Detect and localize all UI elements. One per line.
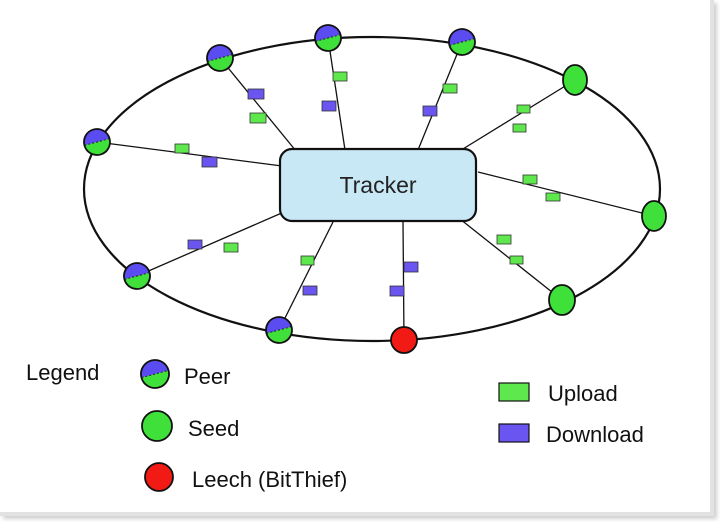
upload-packet (512, 123, 527, 133)
legend-leech-symbol (144, 462, 174, 492)
peer-node (265, 316, 293, 344)
upload-packet (442, 83, 458, 94)
upload-packet (249, 112, 267, 124)
legend-title: Legend (26, 360, 100, 385)
upload-packet (509, 255, 524, 265)
download-packet (321, 100, 337, 112)
link-peer-3 (417, 41, 463, 151)
legend-download-label: Download (546, 422, 644, 447)
packets (174, 71, 561, 297)
download-packet (247, 88, 265, 100)
link-peer-2 (327, 37, 346, 151)
upload-packet (174, 143, 190, 154)
peer-node (123, 262, 151, 290)
download-packet (389, 285, 405, 297)
tracker-label: Tracker (339, 171, 417, 198)
link-peer-5 (136, 211, 285, 277)
connections (96, 37, 655, 341)
peer-node (83, 128, 111, 156)
link-seed-2 (477, 171, 655, 217)
swarm-ring (82, 35, 662, 343)
link-seed-1 (457, 79, 576, 153)
upload-packet (545, 192, 561, 202)
seed-node (562, 64, 588, 96)
tracker-box (278, 147, 478, 223)
download-packet (302, 285, 318, 296)
legend-download-symbol (498, 423, 530, 443)
link-peer-4 (96, 141, 283, 167)
leech-node (390, 326, 418, 354)
download-packet (403, 261, 419, 273)
peer-node (206, 44, 234, 72)
network-diagram (82, 24, 667, 492)
download-packet (201, 156, 218, 168)
legend-upload-label: Upload (548, 381, 618, 406)
upload-packet (496, 234, 512, 245)
legend-peer-label: Peer (184, 364, 231, 389)
download-packet (187, 239, 203, 250)
upload-packet (223, 242, 239, 253)
link-leech (402, 221, 405, 341)
upload-packet (516, 104, 531, 114)
link-peer-6 (278, 221, 334, 331)
legend-upload-symbol (498, 382, 530, 402)
upload-packet (300, 255, 315, 266)
seed-node (548, 284, 576, 316)
legend-peer-symbol (140, 359, 170, 389)
seed-node (641, 200, 667, 232)
peer-node (448, 28, 476, 56)
legend-seed-symbol (141, 410, 173, 442)
upload-packet (332, 71, 348, 82)
peer-node (314, 24, 342, 52)
legend-leech-label: Leech (BitThief) (192, 467, 348, 492)
upload-packet (522, 174, 538, 185)
link-peer-1 (219, 57, 297, 152)
download-packet (422, 105, 438, 117)
legend-seed-label: Seed (188, 416, 240, 441)
